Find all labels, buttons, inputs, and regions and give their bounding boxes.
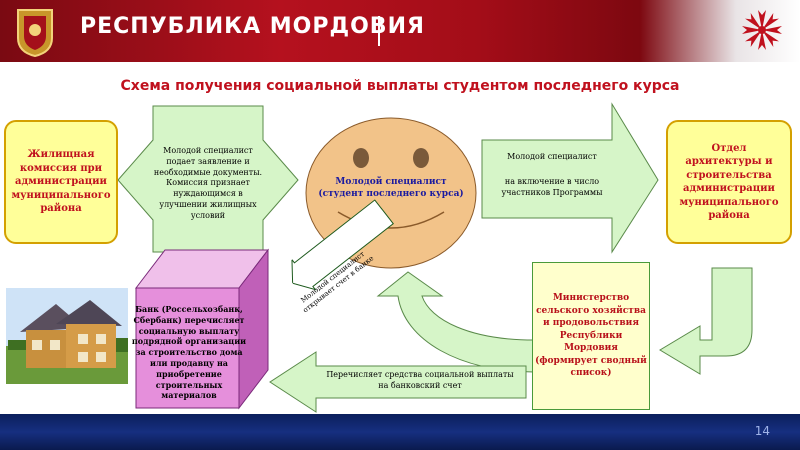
page-number: 14 [754, 424, 770, 438]
right-arrow [481, 102, 659, 254]
housing-commission-label: Жилищная комиссия при администрации муни… [11, 149, 111, 215]
house-photo [6, 288, 128, 384]
young-specialist-label: Молодой специалист (студент последнего к… [306, 176, 476, 200]
header-banner: РЕСПУБЛИКА МОРДОВИЯ [0, 0, 800, 62]
ministry-label: Министерство сельского хозяйства и продо… [535, 292, 647, 379]
footer-bar: 14 [0, 414, 800, 450]
ministry-box: Министерство сельского хозяйства и продо… [532, 262, 650, 410]
right-arrow-line1: Молодой специалист [507, 152, 597, 161]
curved-arrow-ministry-to-specialist [376, 271, 535, 373]
right-arrow-line2: на включение в число участников Программ… [501, 176, 603, 197]
architecture-dept-box: Отдел архитектуры и строительства админи… [666, 120, 792, 244]
housing-commission-box: Жилищная комиссия при администрации муни… [4, 120, 118, 244]
header-divider [378, 16, 380, 46]
left-arrow-label: Молодой специалист подает заявление и не… [153, 146, 263, 220]
header-title: РЕСПУБЛИКА МОРДОВИЯ [80, 14, 425, 39]
coat-of-arms-icon [17, 9, 53, 58]
bank-label: Банк (Россельхозбанк, Сбербанк) перечисл… [131, 304, 247, 401]
scheme-title: Схема получения социальной выплаты студе… [120, 78, 680, 94]
l-shaped-arrow [659, 267, 753, 375]
architecture-dept-label: Отдел архитектуры и строительства админи… [679, 142, 779, 222]
young-specialist-line1: Молодой специалист [335, 177, 447, 187]
bottom-arrow-label: Перечисляет средства социальной выплаты … [326, 370, 514, 390]
bank-cube [134, 248, 270, 410]
bottom-arrow [269, 351, 527, 413]
right-arrow-label: Молодой специалист на включение в число … [494, 152, 610, 198]
young-specialist-line2: (студент последнего курса) [318, 189, 464, 200]
log-house-icon [6, 288, 128, 384]
diag-arrow-shape [291, 199, 394, 291]
flag-emblem-icon [742, 10, 782, 50]
diag-arrow-group [276, 191, 394, 291]
